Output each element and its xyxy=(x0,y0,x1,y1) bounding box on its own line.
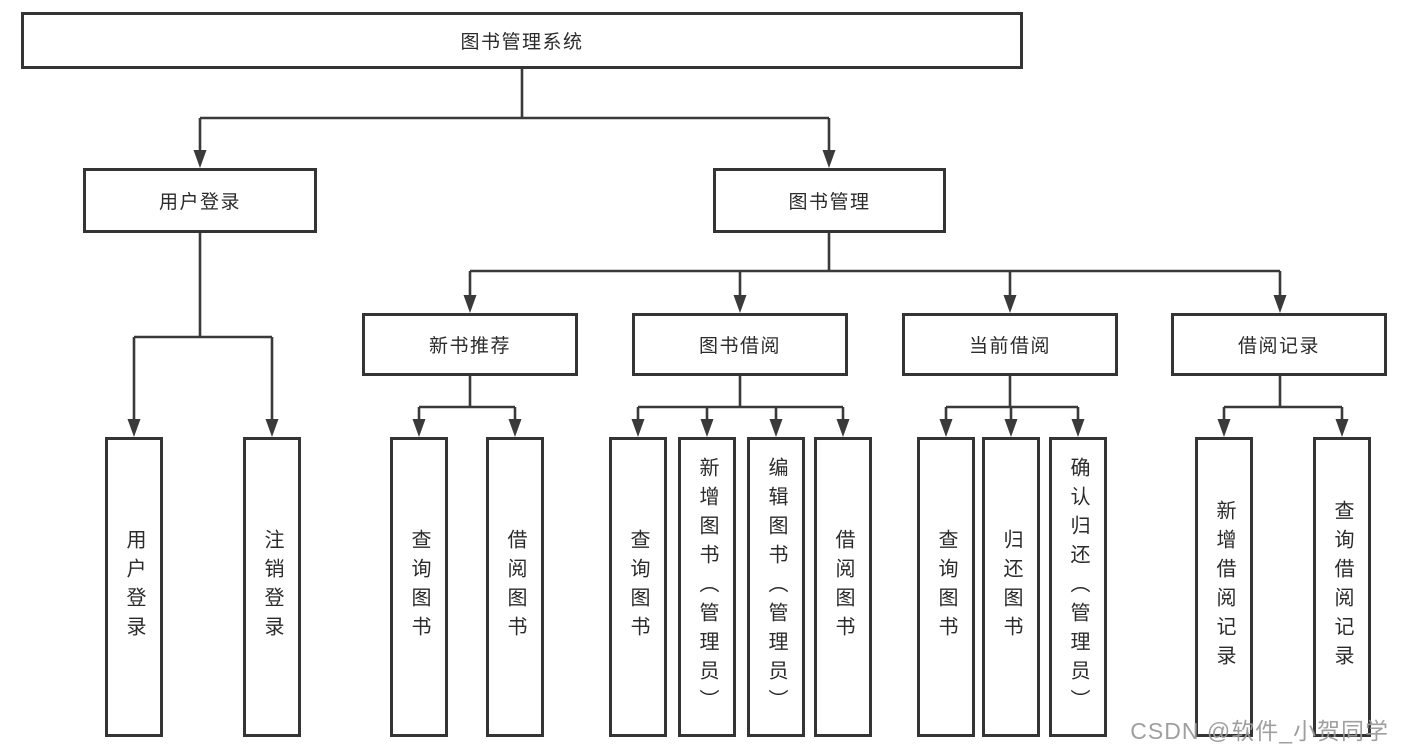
arrowhead xyxy=(463,295,477,313)
leaf-recommend-borrow-book: 借阅图书 xyxy=(486,437,544,737)
leaf-borrow-add-book-admin: 新增图书（管理员） xyxy=(678,437,736,737)
node-root-library-system: 图书管理系统 xyxy=(21,12,1023,69)
leaf-borrow-query-book: 查询图书 xyxy=(609,437,667,737)
arrowhead xyxy=(412,419,426,437)
arrowhead xyxy=(939,419,953,437)
arrowhead xyxy=(127,419,141,437)
node-book-management: 图书管理 xyxy=(713,168,946,233)
connector-borrow-to-leaves xyxy=(631,376,850,437)
arrowhead xyxy=(700,419,714,437)
connector-root-to-level2 xyxy=(193,69,836,168)
leaf-current-confirm-return-admin: 确认归还（管理员） xyxy=(1049,437,1107,737)
leaf-current-return-book: 归还图书 xyxy=(982,437,1040,737)
connector-recommend-to-leaves xyxy=(412,376,522,437)
node-user-login: 用户登录 xyxy=(83,168,317,233)
arrowhead xyxy=(508,419,522,437)
csdn-watermark: CSDN @软件_小贺同学 xyxy=(1130,718,1389,744)
node-borrow-records: 借阅记录 xyxy=(1171,313,1387,376)
node-book-borrow: 图书借阅 xyxy=(632,313,848,376)
arrowhead xyxy=(631,419,645,437)
leaf-recommend-query-book: 查询图书 xyxy=(390,437,448,737)
connector-current-to-leaves xyxy=(939,376,1085,437)
leaf-records-add-record: 新增借阅记录 xyxy=(1195,437,1253,737)
leaf-borrow-borrow-book: 借阅图书 xyxy=(814,437,872,737)
leaf-current-query-book: 查询图书 xyxy=(917,437,975,737)
arrowhead xyxy=(822,150,836,168)
arrowhead xyxy=(1003,295,1017,313)
arrowhead xyxy=(1273,295,1287,313)
connector-bookmgmt-to-level3 xyxy=(463,233,1287,313)
arrowhead xyxy=(1335,419,1349,437)
leaf-logout: 注销登录 xyxy=(243,437,301,737)
leaf-user-login: 用户登录 xyxy=(105,437,163,737)
arrowhead xyxy=(193,150,207,168)
arrowhead xyxy=(1071,419,1085,437)
arrowhead xyxy=(769,419,783,437)
leaf-records-query-record: 查询借阅记录 xyxy=(1313,437,1371,737)
arrowhead xyxy=(836,419,850,437)
arrowhead xyxy=(1004,419,1018,437)
node-current-borrow: 当前借阅 xyxy=(902,313,1118,376)
arrowhead xyxy=(265,419,279,437)
connector-records-to-leaves xyxy=(1217,376,1349,437)
arrowhead xyxy=(1217,419,1231,437)
node-new-book-recommend: 新书推荐 xyxy=(362,313,578,376)
leaf-borrow-edit-book-admin: 编辑图书（管理员） xyxy=(747,437,805,737)
connector-userlogin-to-leaves xyxy=(127,233,279,437)
arrowhead xyxy=(733,295,747,313)
